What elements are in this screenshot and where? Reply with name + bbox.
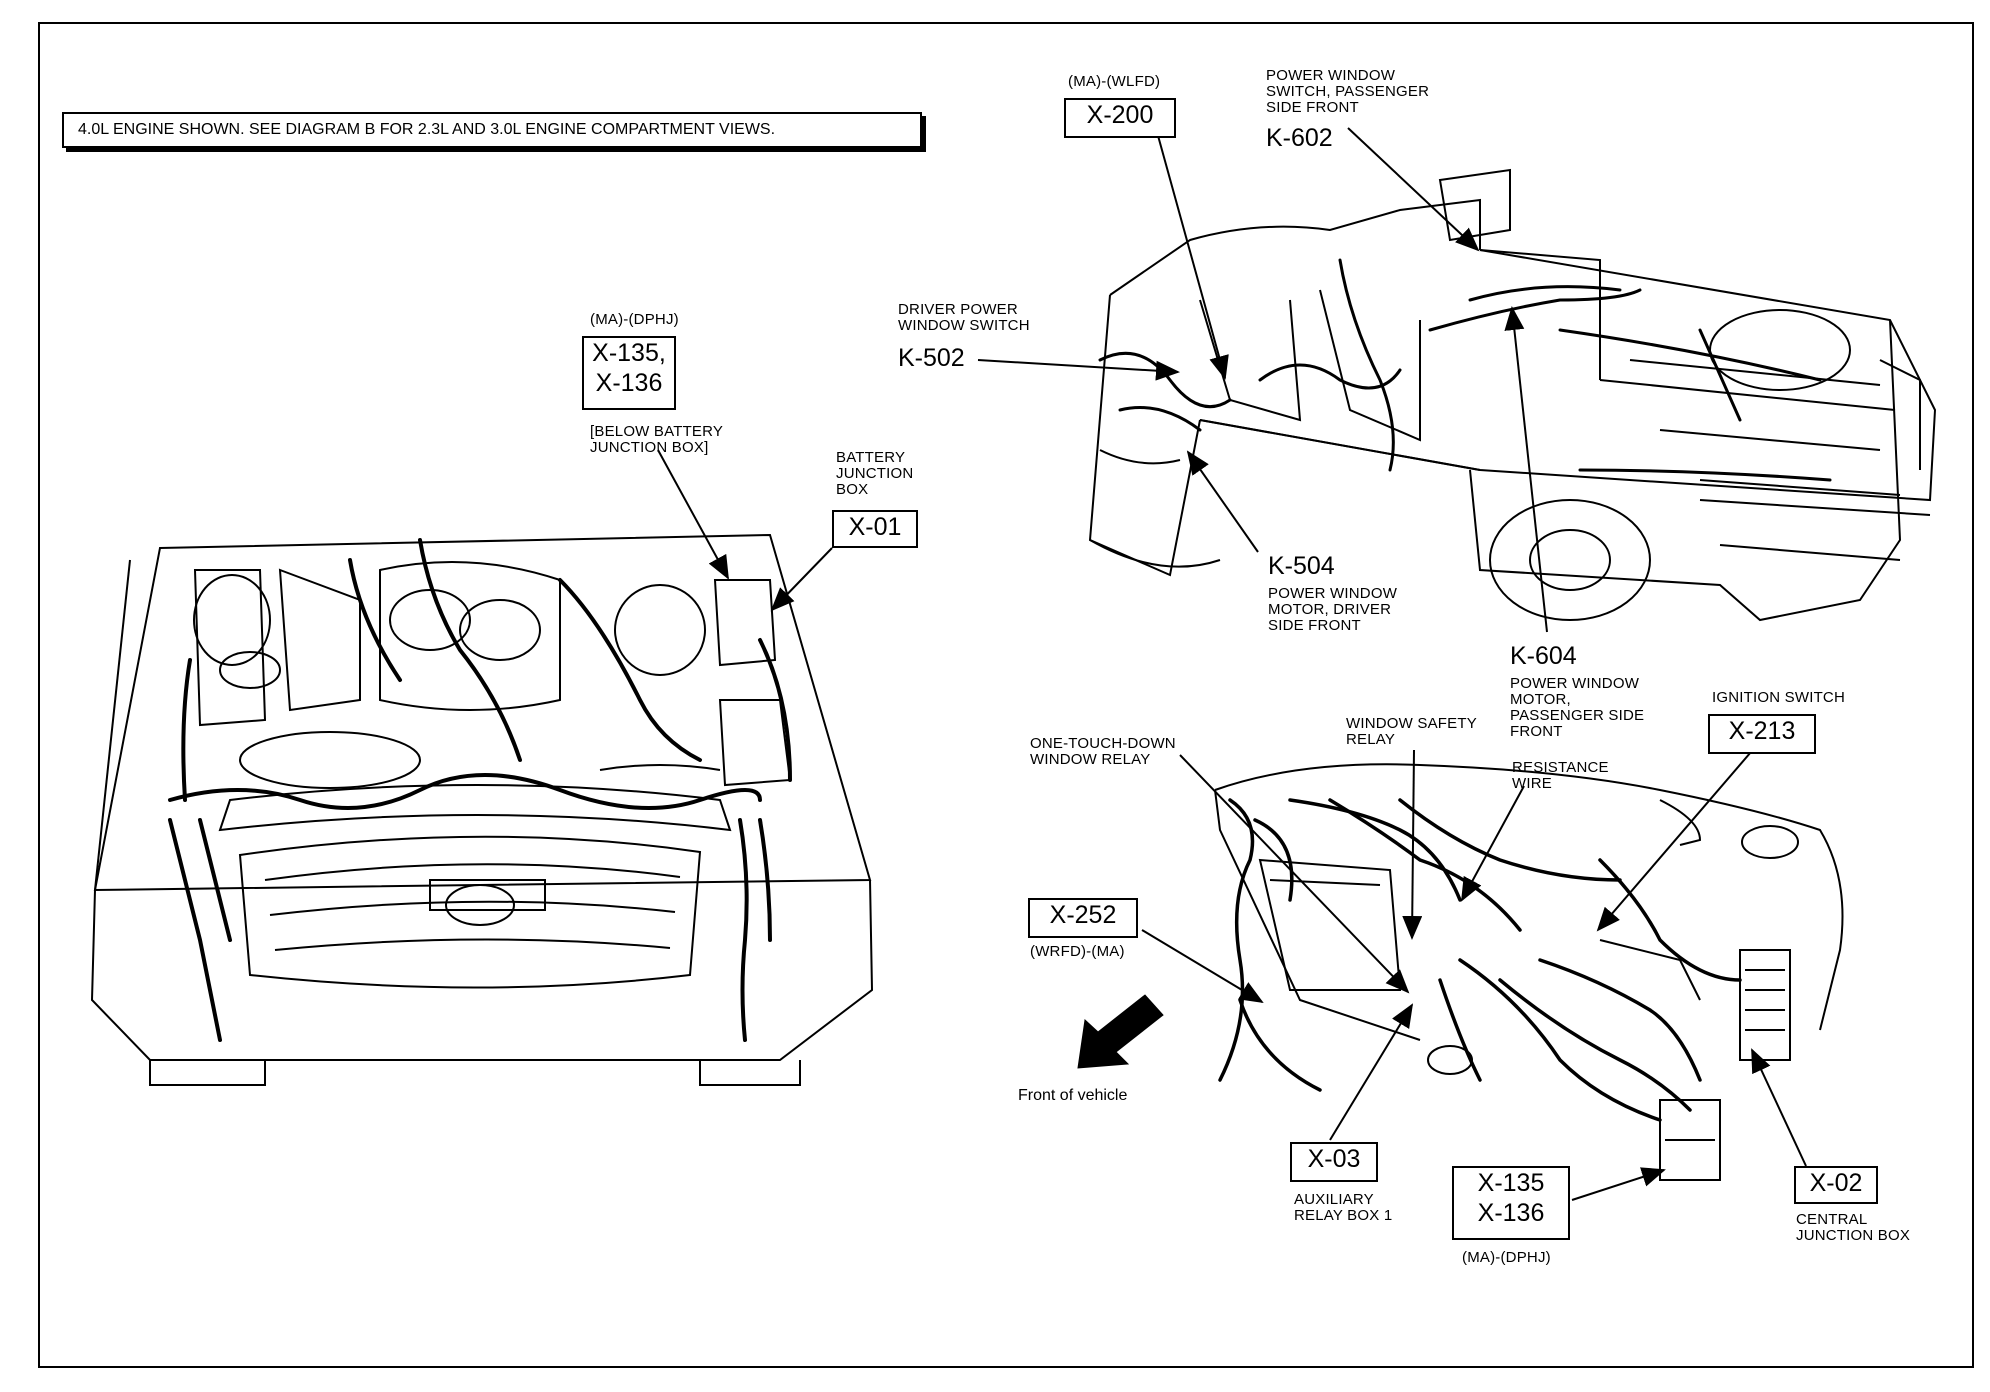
truck-illustration	[1088, 168, 1937, 622]
k504-component-id: K-504	[1268, 552, 1335, 580]
k602-label-line2: SWITCH, PASSENGER	[1266, 83, 1430, 100]
x135-description-line2: JUNCTION BOX]	[590, 439, 709, 456]
x02-description-line1: CENTRAL	[1796, 1211, 1868, 1228]
k602-label-line3: SIDE FRONT	[1266, 99, 1359, 116]
k502-label-line1: DRIVER POWER	[898, 301, 1018, 318]
x135-connector-code: (MA)-(DPHJ)	[590, 311, 679, 328]
engine-wiring	[168, 538, 792, 1042]
k602-component-id: K-602	[1266, 124, 1333, 152]
x200-connector-code: (MA)-(WLFD)	[1068, 73, 1161, 90]
x03-description-line1: AUXILIARY	[1294, 1191, 1374, 1208]
leader-lines	[657, 127, 1807, 1201]
k604-label-line4: FRONT	[1510, 723, 1563, 740]
one-touch-down-relay-line1: ONE-TOUCH-DOWN	[1030, 735, 1176, 752]
engine-compartment-illustration	[90, 533, 874, 1086]
k504-label-line3: SIDE FRONT	[1268, 617, 1361, 634]
diagram-frame	[38, 22, 1974, 1368]
one-touch-down-relay-line2: WINDOW RELAY	[1030, 751, 1151, 768]
k602-label-line1: POWER WINDOW	[1266, 67, 1396, 84]
k604-label-line3: PASSENGER SIDE	[1510, 707, 1645, 724]
resistance-wire-line1: RESISTANCE	[1512, 759, 1609, 776]
k502-label-line2: WINDOW SWITCH	[898, 317, 1030, 334]
k604-label-line2: MOTOR,	[1510, 691, 1571, 708]
x135b-connector-code: (MA)-(DPHJ)	[1462, 1249, 1551, 1266]
x02-connector-box: X-02	[1794, 1166, 1878, 1204]
x135-description-line1: [BELOW BATTERY	[590, 423, 724, 440]
x03-connector-box: X-03	[1290, 1142, 1378, 1182]
x135-x136-connector-box: X-135, X-136	[582, 336, 676, 410]
battery-junction-label-line3: BOX	[836, 481, 869, 498]
x135-box-line1: X-135,	[592, 339, 666, 367]
x01-connector-box: X-01	[832, 510, 918, 548]
x252-connector-box: X-252	[1028, 898, 1138, 938]
x135-x136-dash-connector-box: X-135 X-136	[1452, 1166, 1570, 1240]
engine-note: 4.0L ENGINE SHOWN. SEE DIAGRAM B FOR 2.3…	[62, 112, 922, 148]
x135b-box-line2: X-136	[1477, 1199, 1545, 1227]
front-of-vehicle-label: Front of vehicle	[1018, 1087, 1128, 1104]
k604-component-id: K-604	[1510, 642, 1577, 670]
window-safety-relay-line1: WINDOW SAFETY	[1346, 715, 1477, 732]
dashboard-illustration	[1214, 763, 1844, 1181]
k502-component-id: K-502	[898, 344, 965, 372]
x213-connector-box: X-213	[1708, 714, 1816, 754]
dash-wiring	[1218, 798, 1742, 1122]
front-of-vehicle-arrow	[1077, 994, 1164, 1069]
x135b-box-line1: X-135	[1477, 1169, 1545, 1197]
x252-connector-code: (WRFD)-(MA)	[1030, 943, 1125, 960]
x200-connector-box: X-200	[1064, 98, 1176, 138]
x03-description-line2: RELAY BOX 1	[1294, 1207, 1393, 1224]
k504-label-line2: MOTOR, DRIVER	[1268, 601, 1392, 618]
battery-junction-label-line1: BATTERY	[836, 449, 906, 466]
window-safety-relay-line2: RELAY	[1346, 731, 1396, 748]
x02-description-line2: JUNCTION BOX	[1796, 1227, 1911, 1244]
battery-junction-label-line2: JUNCTION	[836, 465, 914, 482]
k604-label-line1: POWER WINDOW	[1510, 675, 1640, 692]
x135-box-line2: X-136	[595, 369, 663, 397]
k504-label-line1: POWER WINDOW	[1268, 585, 1398, 602]
ignition-switch-label: IGNITION SWITCH	[1712, 689, 1845, 706]
resistance-wire-line2: WIRE	[1512, 775, 1552, 792]
